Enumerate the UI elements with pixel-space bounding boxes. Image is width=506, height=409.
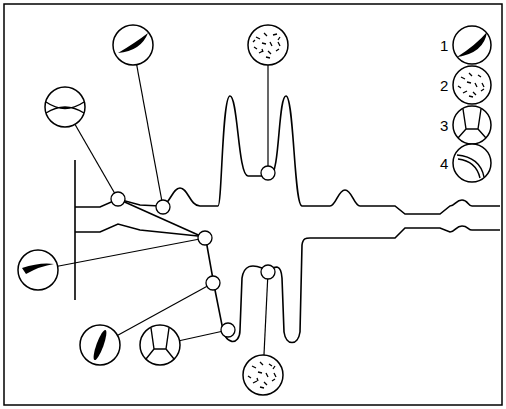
inset-cup [140, 325, 180, 365]
site-circle [221, 323, 235, 337]
site-circle [261, 166, 275, 180]
leader-line [133, 45, 163, 207]
inset-circle [80, 325, 120, 365]
inset-shape [248, 362, 276, 388]
site-circle [206, 276, 220, 290]
inset-circle [243, 355, 283, 395]
callout-number: 3 [440, 118, 448, 133]
inset-shape [91, 329, 109, 361]
left-edge [74, 160, 76, 300]
site-circle [198, 231, 212, 245]
inset-circle [453, 66, 491, 104]
frame [4, 4, 502, 405]
inset-crescent [113, 25, 153, 65]
inset-circle [45, 87, 85, 127]
inset-shape [46, 102, 84, 113]
inset-shape [118, 33, 148, 53]
site-circle [156, 200, 170, 214]
leader-line [38, 238, 205, 270]
leader-lines [38, 45, 268, 375]
site-circle [261, 265, 275, 279]
key-cup [453, 106, 491, 144]
inset-stipple [248, 25, 288, 65]
upper-contour [75, 96, 500, 214]
inset-shape [458, 109, 486, 138]
site-circle [111, 192, 125, 206]
inset-circle [113, 25, 153, 65]
inset-eye [45, 87, 85, 127]
inset-stipple [243, 355, 283, 395]
inset-spindle [80, 325, 120, 365]
inset-shape [253, 33, 280, 58]
key-hook [453, 144, 491, 182]
inset-shape [458, 73, 484, 97]
inset-circle [18, 250, 58, 290]
inset-circle [140, 325, 180, 365]
inset-circle [248, 25, 288, 65]
inset-shape [457, 155, 484, 178]
key-crescent [453, 26, 491, 64]
callout-number: 2 [440, 78, 448, 93]
site-markers [111, 166, 275, 337]
inset-circle [453, 144, 491, 182]
key-stipple [453, 66, 491, 104]
inset-shape [146, 328, 174, 359]
inset-circle [453, 106, 491, 144]
inner-line [118, 199, 205, 238]
inset-hook [18, 250, 58, 290]
callout-number: 4 [440, 156, 448, 171]
callout-number: 1 [440, 38, 448, 53]
inset-shape [457, 32, 487, 57]
inset-shape [22, 264, 54, 275]
tube-outline [75, 96, 500, 343]
lower-contour [75, 224, 500, 343]
inset-circle [453, 26, 491, 64]
